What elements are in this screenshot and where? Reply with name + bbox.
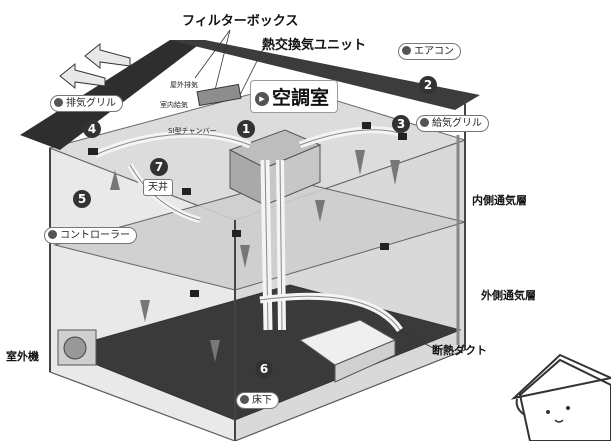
air-conditioner-label: エアコン bbox=[414, 46, 454, 57]
bullet-icon bbox=[402, 46, 411, 55]
indoor-supply-tag: 室内給気 bbox=[160, 101, 188, 109]
inner-ventilation-label: 内側通気層 bbox=[472, 194, 527, 207]
bullet-icon bbox=[420, 118, 429, 127]
exhaust-grille-pill: 排気グリル bbox=[50, 95, 123, 112]
ceiling-label: 天井 bbox=[148, 182, 168, 193]
outer-ventilation-label: 外側通気層 bbox=[481, 289, 536, 302]
marker-3: 3 bbox=[392, 115, 410, 133]
chamber-tag: SI型チャンバー bbox=[168, 127, 217, 135]
heat-exchange-unit-label: 熱交換気ユニット bbox=[262, 38, 367, 53]
underfloor-label: 床下 bbox=[252, 395, 272, 406]
marker-6: 6 bbox=[255, 360, 273, 378]
insulated-duct-label: 断熱ダクト bbox=[432, 344, 487, 357]
house-mascot bbox=[510, 353, 611, 441]
filter-box-label: フィルターボックス bbox=[182, 14, 299, 29]
controller-pill: コントローラー bbox=[44, 227, 137, 244]
ground-floor bbox=[58, 284, 462, 421]
supply-grille-pill: 給気グリル bbox=[416, 115, 489, 132]
roof-right bbox=[170, 40, 480, 110]
outdoor-exhaust-tag: 屋外排気 bbox=[170, 81, 198, 89]
marker-7: 7 bbox=[150, 158, 168, 176]
air-conditioner-pill: エアコン bbox=[398, 43, 461, 60]
marker-2: 2 bbox=[419, 76, 437, 94]
arrow-icon: ▸ bbox=[255, 92, 269, 106]
bullet-icon bbox=[54, 98, 63, 107]
bullet-icon bbox=[48, 230, 57, 239]
marker-5: 5 bbox=[73, 190, 91, 208]
underfloor-pill: 床下 bbox=[236, 392, 279, 409]
supply-grille-label: 給気グリル bbox=[432, 118, 482, 129]
marker-4: 4 bbox=[83, 120, 101, 138]
air-conditioning-room-label: 空調室 bbox=[272, 87, 330, 109]
exhaust-grille-label: 排気グリル bbox=[66, 98, 116, 109]
controller-label: コントローラー bbox=[60, 230, 130, 241]
outdoor-unit-label: 室外機 bbox=[6, 350, 39, 363]
bullet-icon bbox=[240, 395, 249, 404]
air-conditioning-room-callout: ▸空調室 bbox=[250, 80, 339, 113]
marker-1: 1 bbox=[237, 120, 255, 138]
ceiling-tag: 天井 bbox=[143, 179, 173, 196]
